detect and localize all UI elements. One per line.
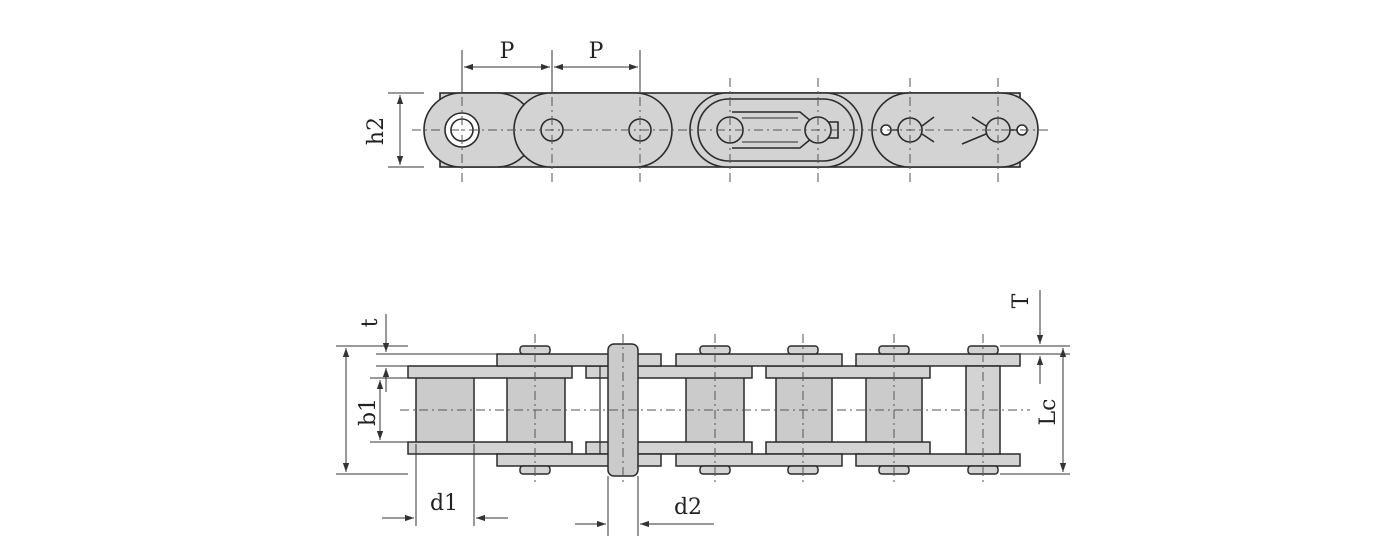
- pitch-label: P: [589, 39, 604, 64]
- outer-plate: [675, 353, 843, 367]
- top-view-center-lines: [412, 78, 1050, 182]
- inner-plate: [407, 441, 573, 455]
- pitch-label: P: [500, 39, 515, 64]
- outer-plate: [855, 453, 1021, 467]
- plate-thickness-label: t: [358, 318, 383, 327]
- pin-length-label: Lc: [1036, 399, 1061, 426]
- side-view-center-lines: [400, 334, 1030, 486]
- inner-plate: [765, 441, 931, 455]
- pin-diameter-label: d2: [674, 495, 702, 520]
- roller-width-label: b1: [356, 398, 381, 426]
- side-view-dimensions: [336, 290, 1070, 536]
- pin-head-label: T: [1009, 293, 1034, 308]
- height-label: h2: [364, 117, 389, 145]
- inner-plate: [765, 365, 931, 379]
- outer-plate: [675, 453, 843, 467]
- outer-plate: [855, 353, 1021, 367]
- inner-plate: [407, 365, 573, 379]
- roller-diameter-label: d1: [430, 491, 458, 516]
- top-view-dimensions: [388, 50, 641, 168]
